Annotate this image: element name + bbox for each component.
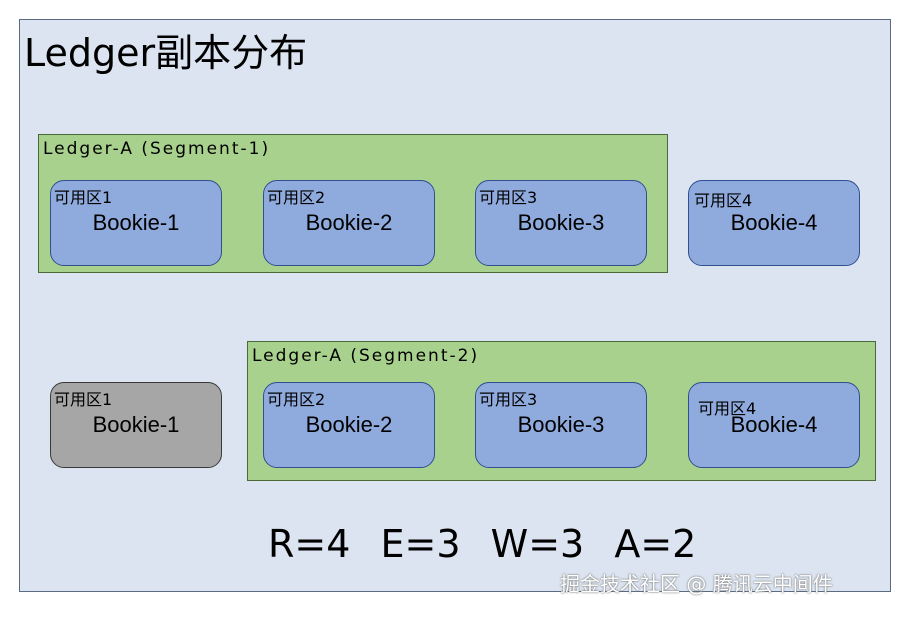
bookie-name: Bookie-4 (730, 210, 818, 235)
zone-label: 可用区2 (267, 390, 326, 409)
zone-label: 可用区3 (479, 390, 538, 409)
bookie-name: Bookie-2 (305, 210, 393, 235)
row1-bookie-3: 可用区3 Bookie-3 (475, 180, 647, 266)
row2-bookie-3: 可用区3 Bookie-3 (475, 382, 647, 468)
row2-bookie-1: 可用区1 Bookie-1 (50, 382, 222, 468)
replication-params: R=4 E=3 W=3 A=2 (268, 520, 714, 568)
bookie-name: Bookie-2 (305, 412, 393, 437)
zone-label: 可用区4 (694, 191, 753, 210)
diagram-title: Ledger副本分布 (24, 31, 308, 75)
row2-bookie-4: 可用区4 Bookie-4 (688, 382, 860, 468)
bookie-name: Bookie-4 (730, 412, 818, 437)
param-a: A=2 (614, 522, 697, 566)
row1-bookie-1: 可用区1 Bookie-1 (50, 180, 222, 266)
zone-label: 可用区2 (267, 188, 326, 207)
bookie-name: Bookie-1 (92, 210, 180, 235)
zone-label: 可用区1 (54, 390, 113, 409)
param-r: R=4 (268, 522, 351, 566)
zone-label: 可用区1 (54, 188, 113, 207)
bookie-name: Bookie-1 (92, 412, 180, 437)
row1-bookie-2: 可用区2 Bookie-2 (263, 180, 435, 266)
param-e: E=3 (380, 522, 461, 566)
param-w: W=3 (490, 522, 585, 566)
segment-1-label: Ledger-A (Segment-1) (43, 139, 271, 159)
zone-label: 可用区4 (698, 399, 757, 418)
zone-label: 可用区3 (479, 188, 538, 207)
row2-bookie-2: 可用区2 Bookie-2 (263, 382, 435, 468)
bookie-name: Bookie-3 (517, 412, 605, 437)
bookie-name: Bookie-3 (517, 210, 605, 235)
row1-bookie-4: 可用区4 Bookie-4 (688, 180, 860, 266)
watermark: 掘金技术社区 @ 腾讯云中间件 (560, 572, 833, 596)
diagram-frame (19, 19, 891, 592)
segment-2-label: Ledger-A (Segment-2) (252, 346, 480, 366)
